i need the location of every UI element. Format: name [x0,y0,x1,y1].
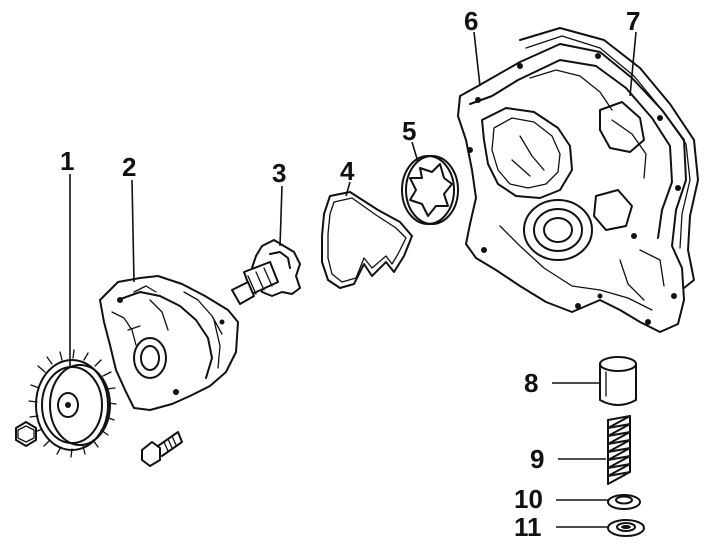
callout-1: 1 [60,146,74,176]
part-6-front-cover [457,43,687,333]
part-4-gasket [321,191,413,289]
part-3-inner-rotor [231,239,301,305]
nut-small [15,421,37,447]
part-8-valve-piston [599,356,637,406]
callout-2: 2 [122,152,136,182]
part-11-plug [607,519,645,537]
callout-5: 5 [402,116,416,146]
part-7-cover-gasket [519,27,699,289]
callout-4: 4 [340,156,355,186]
callout-labels: 1 2 3 4 5 6 7 8 9 10 11 [60,6,640,542]
callout-6: 6 [464,6,478,36]
callout-8: 8 [524,368,538,398]
callout-10: 10 [514,484,543,514]
callout-9: 9 [530,444,544,474]
callout-7: 7 [626,6,640,36]
part-5-outer-rotor [401,155,459,225]
part-2-pump-housing [99,275,239,411]
part-9-spring [607,415,631,485]
part-1-sprocket [28,349,117,458]
bolt [141,431,183,467]
leader-lines [69,31,637,528]
callout-3: 3 [272,158,286,188]
part-10-retainer [607,494,641,510]
callout-11: 11 [514,512,542,542]
